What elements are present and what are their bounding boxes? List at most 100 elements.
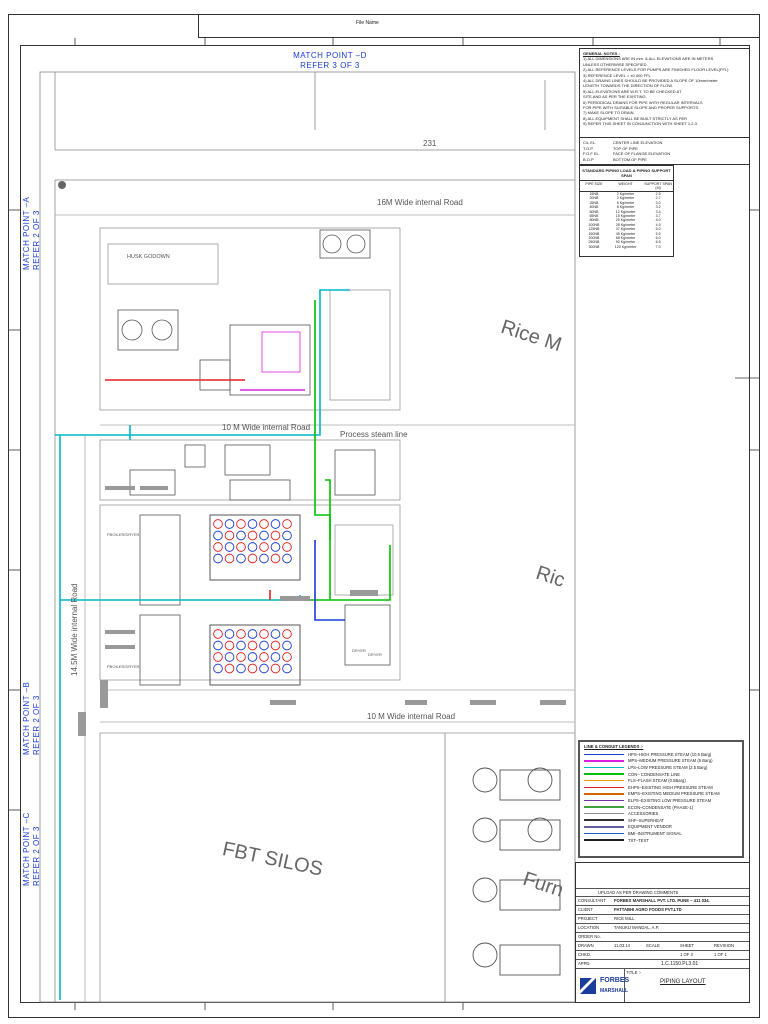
silo-icon: [224, 553, 235, 564]
silo-icon: [236, 652, 246, 662]
general-note-line: FOR PIPE WITH SUITABLE SLOPE AND PROPER …: [583, 105, 700, 111]
legend-text: SHF–SUPERHEAT: [628, 817, 664, 823]
general-note-line: 3) REFERENCE LEVEL = ±0.000 FFL: [583, 72, 651, 78]
silo-icon: [259, 629, 269, 639]
general-note-line: LENGTH TOWARDS THE DIRECTION OF FLOW.: [583, 83, 673, 89]
abbreviation-meaning: FACE OF FLANGE ELEVATION: [613, 151, 671, 156]
order-label: ORDER No.: [578, 934, 601, 939]
piping-span-cell: 3.7: [655, 214, 661, 219]
drawn-label: DRAWN: [578, 943, 594, 948]
silo-icon: [213, 553, 223, 564]
project-value: RICE MILL: [614, 916, 635, 921]
silo-icon: [259, 542, 269, 552]
husk-godown-label: HUSK GODOWN: [127, 254, 170, 260]
revision-value: 1 OF 1: [714, 952, 727, 957]
legend-item: EMPS–EXISTING MEDIUM PRESSURE STEAM: [580, 791, 742, 798]
silo-icon: [259, 530, 269, 541]
road-10m-top-label: 10 M Wide internal Road: [222, 423, 311, 432]
general-note-line: 4) ALL DRAINS LINES SHOULD BE PROVIDED A…: [583, 78, 718, 84]
silo-icon: [270, 652, 281, 662]
checked-label: CHKD.: [578, 952, 592, 957]
general-note-line: 7) MAKE SLOPE TO DRAIN.: [583, 110, 635, 116]
silo-icon: [270, 519, 281, 529]
piping-span-table: STANDARD PIPING LOAD & PIPING SUPPORT SP…: [579, 165, 674, 257]
outer-frame: [8, 14, 760, 1018]
drawing-title: PIPING LAYOUT: [660, 979, 706, 985]
silo-icon: [247, 652, 258, 662]
road-16m-label: 16M Wide internal Road: [377, 198, 463, 207]
silo-icon: [270, 629, 281, 639]
abbreviation-code: T.O.P: [583, 145, 594, 151]
forbes-marshall-logo: FORBES MARSHALL: [576, 968, 629, 1002]
silo-icon: [224, 629, 235, 639]
legend-text: EMPS–EXISTING MEDIUM PRESSURE STEAM: [628, 791, 720, 797]
road-231-label: 231: [423, 139, 437, 148]
consultant-value: FORBES MARSHALL PVT. LTD. PUNE – 411 034…: [614, 898, 710, 903]
silo-icon: [259, 553, 269, 564]
silo-icon: [236, 629, 246, 639]
title-block-revision-row: UPLOAD AS PER DRAWING COMMENTS: [598, 890, 679, 895]
general-note-line: UNLESS OTHERWISE SPECIFIED.: [583, 61, 648, 67]
legend-item: TXT–TEXT: [580, 837, 742, 844]
legend-text: EQUIPMENT VENDOR: [628, 824, 672, 830]
legend-text: ECON–CONDENSATE (PHASE-1): [628, 804, 694, 810]
line-legend: LINE & CONDUIT LEGENDS :- HPS–HIGH PRESS…: [578, 740, 744, 858]
abbreviation-row: C/L EL.CENTER LINE ELEVATION: [583, 140, 746, 146]
legend-swatch: [584, 773, 624, 775]
silo-icon: [224, 530, 235, 541]
silo-icon: [247, 553, 258, 564]
piping-span-header-cell: SUPPORT SPAN (M): [644, 182, 672, 190]
legend-title: LINE & CONDUIT LEGENDS :-: [584, 744, 644, 749]
legend-text: HPS–HIGH PRESSURE STEAM (10.5 Barg): [628, 751, 712, 757]
general-note-line: 1) ALL DIMENSIONS ARE IN mm. & ALL ELEVA…: [583, 56, 714, 62]
location-value: TANUKU MANDAL, A.P.: [614, 925, 659, 930]
silo-icon: [236, 530, 246, 541]
piping-span-cell: 90 Kg/meter: [615, 240, 636, 245]
logo-text-top: FORBES: [600, 977, 630, 984]
silo-icon: [213, 530, 223, 541]
silo-icon: [270, 663, 281, 674]
piping-span-header-cell: WEIGHT: [618, 182, 633, 186]
legend-swatch: [584, 766, 624, 769]
project-label: PROJECT: [578, 916, 598, 921]
legend-swatch: [584, 753, 624, 756]
abbreviation-meaning: CENTER LINE ELEVATION: [613, 140, 663, 145]
silo-icon: [282, 640, 292, 651]
client-value: PATTABHI AGRO FOODS PVT.LTD: [614, 907, 682, 912]
piping-span-cell: 3.0: [655, 200, 661, 205]
legend-item: ACCESSORIES: [580, 810, 742, 817]
revision-label: REVISION: [714, 943, 735, 948]
legend-item: SHF–SUPERHEAT: [580, 817, 742, 824]
match-point-d-line1: MATCH POINT –D: [293, 51, 367, 60]
road-10m-bottom-label: 10 M Wide internal Road: [367, 712, 456, 721]
silo-grid-bottom: [213, 629, 292, 674]
silo-icon: [224, 652, 235, 662]
dryer-label-1: DRYER: [352, 648, 366, 653]
logo-text-bottom: MARSHALL: [600, 988, 629, 994]
title-block: UPLOAD AS PER DRAWING COMMENTS CONSULTAN…: [575, 862, 750, 1003]
silo-icon: [270, 530, 281, 541]
piping-span-cell: 28 Kg/meter: [615, 222, 636, 227]
silo-icon: [247, 530, 258, 541]
silo-icon: [247, 542, 258, 552]
silo-icon: [247, 519, 258, 529]
silo-icon: [270, 553, 281, 564]
piping-span-cell: 12 Kg/meter: [615, 209, 636, 214]
title-label: TITLE :-: [626, 970, 642, 975]
piping-span-cell: 3.2: [655, 205, 661, 210]
sheet-value: 1 OF 3: [680, 952, 693, 957]
dryer-label-2: DRYER: [368, 652, 382, 657]
piping-span-cell: 4.5: [655, 222, 661, 227]
silo-icon: [259, 652, 269, 662]
silo-icon: [213, 542, 223, 552]
abbreviation-code: F.O.F EL.: [583, 151, 600, 156]
silo-icon: [236, 519, 246, 529]
